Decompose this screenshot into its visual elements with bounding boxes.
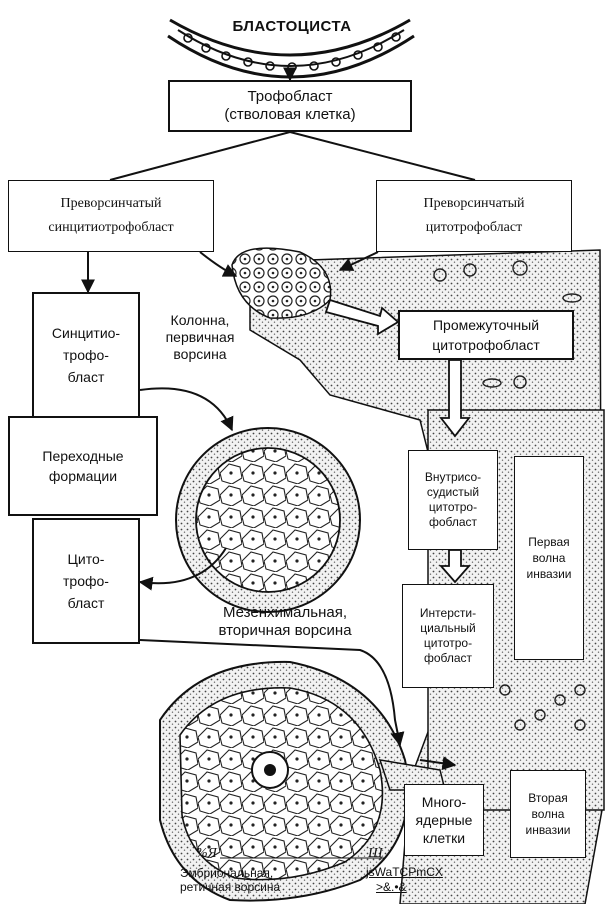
- mesenchymal-label: Мезенхимальная, вторичная ворсина: [190, 604, 380, 640]
- column-cell-cluster: [232, 248, 331, 318]
- trophoblast-label: Трофобласт (стволовая клетка): [224, 88, 355, 124]
- embryonic-villus-label: Эмбриональная, ретичная ворсина: [180, 866, 320, 894]
- ocr-right-mark: Щ: [368, 846, 398, 862]
- interstitial-box: Интерсти- циальный цитотро- фобласт: [402, 584, 494, 688]
- blastocyst-title: БЛАСТОЦИСТА: [226, 19, 358, 35]
- cytotrophoblast-label: Цито- трофо- бласт: [63, 548, 109, 614]
- first-wave-label: Первая волна инвазии: [526, 534, 571, 582]
- second-wave-box: Вторая волна инвазии: [510, 770, 586, 858]
- transitional-label: Переходные формации: [42, 446, 123, 486]
- column-label: Колонна, первичная ворсина: [150, 312, 250, 363]
- previllous-cyto-label: Преворсинчатый цитотрофобласт: [424, 192, 525, 240]
- interstitial-label: Интерсти- циальный цитотро- фобласт: [420, 606, 476, 666]
- garbled-text-2: >&.•&: [376, 880, 456, 894]
- endovascular-label: Внутрисо- судистый цитотро- фобласт: [425, 470, 481, 530]
- endovascular-box: Внутрисо- судистый цитотро- фобласт: [408, 450, 498, 550]
- intermediate-box: Промежуточный цитотрофобласт: [398, 310, 574, 360]
- trophoblast-box: Трофобласт (стволовая клетка): [168, 80, 412, 132]
- secondary-villus: [176, 428, 360, 612]
- transitional-box: Переходные формации: [8, 416, 158, 516]
- multinucleated-box: Много- ядерные клетки: [404, 784, 484, 856]
- first-wave-box: Первая волна инвазии: [514, 456, 584, 660]
- second-wave-label: Вторая волна инвазии: [525, 790, 570, 838]
- cytotrophoblast-box: Цито- трофо- бласт: [32, 518, 140, 644]
- syncytiotrophoblast-box: Синцитио- трофо- бласт: [32, 292, 140, 418]
- previllous-syncytio-box: Преворсинчатый синцитиотрофобласт: [8, 180, 214, 252]
- multinucleated-label: Много- ядерные клетки: [416, 793, 473, 847]
- intermediate-label: Промежуточный цитотрофобласт: [432, 315, 540, 355]
- previllous-cyto-box: Преворсинчатый цитотрофобласт: [376, 180, 572, 252]
- ocr-left-mark: %Я: [196, 846, 236, 862]
- previllous-syncytio-label: Преворсинчатый синцитиотрофобласт: [48, 192, 173, 240]
- garbled-text-1: jsWaTCPmCX: [366, 865, 466, 879]
- syncytiotrophoblast-label: Синцитио- трофо- бласт: [52, 322, 120, 388]
